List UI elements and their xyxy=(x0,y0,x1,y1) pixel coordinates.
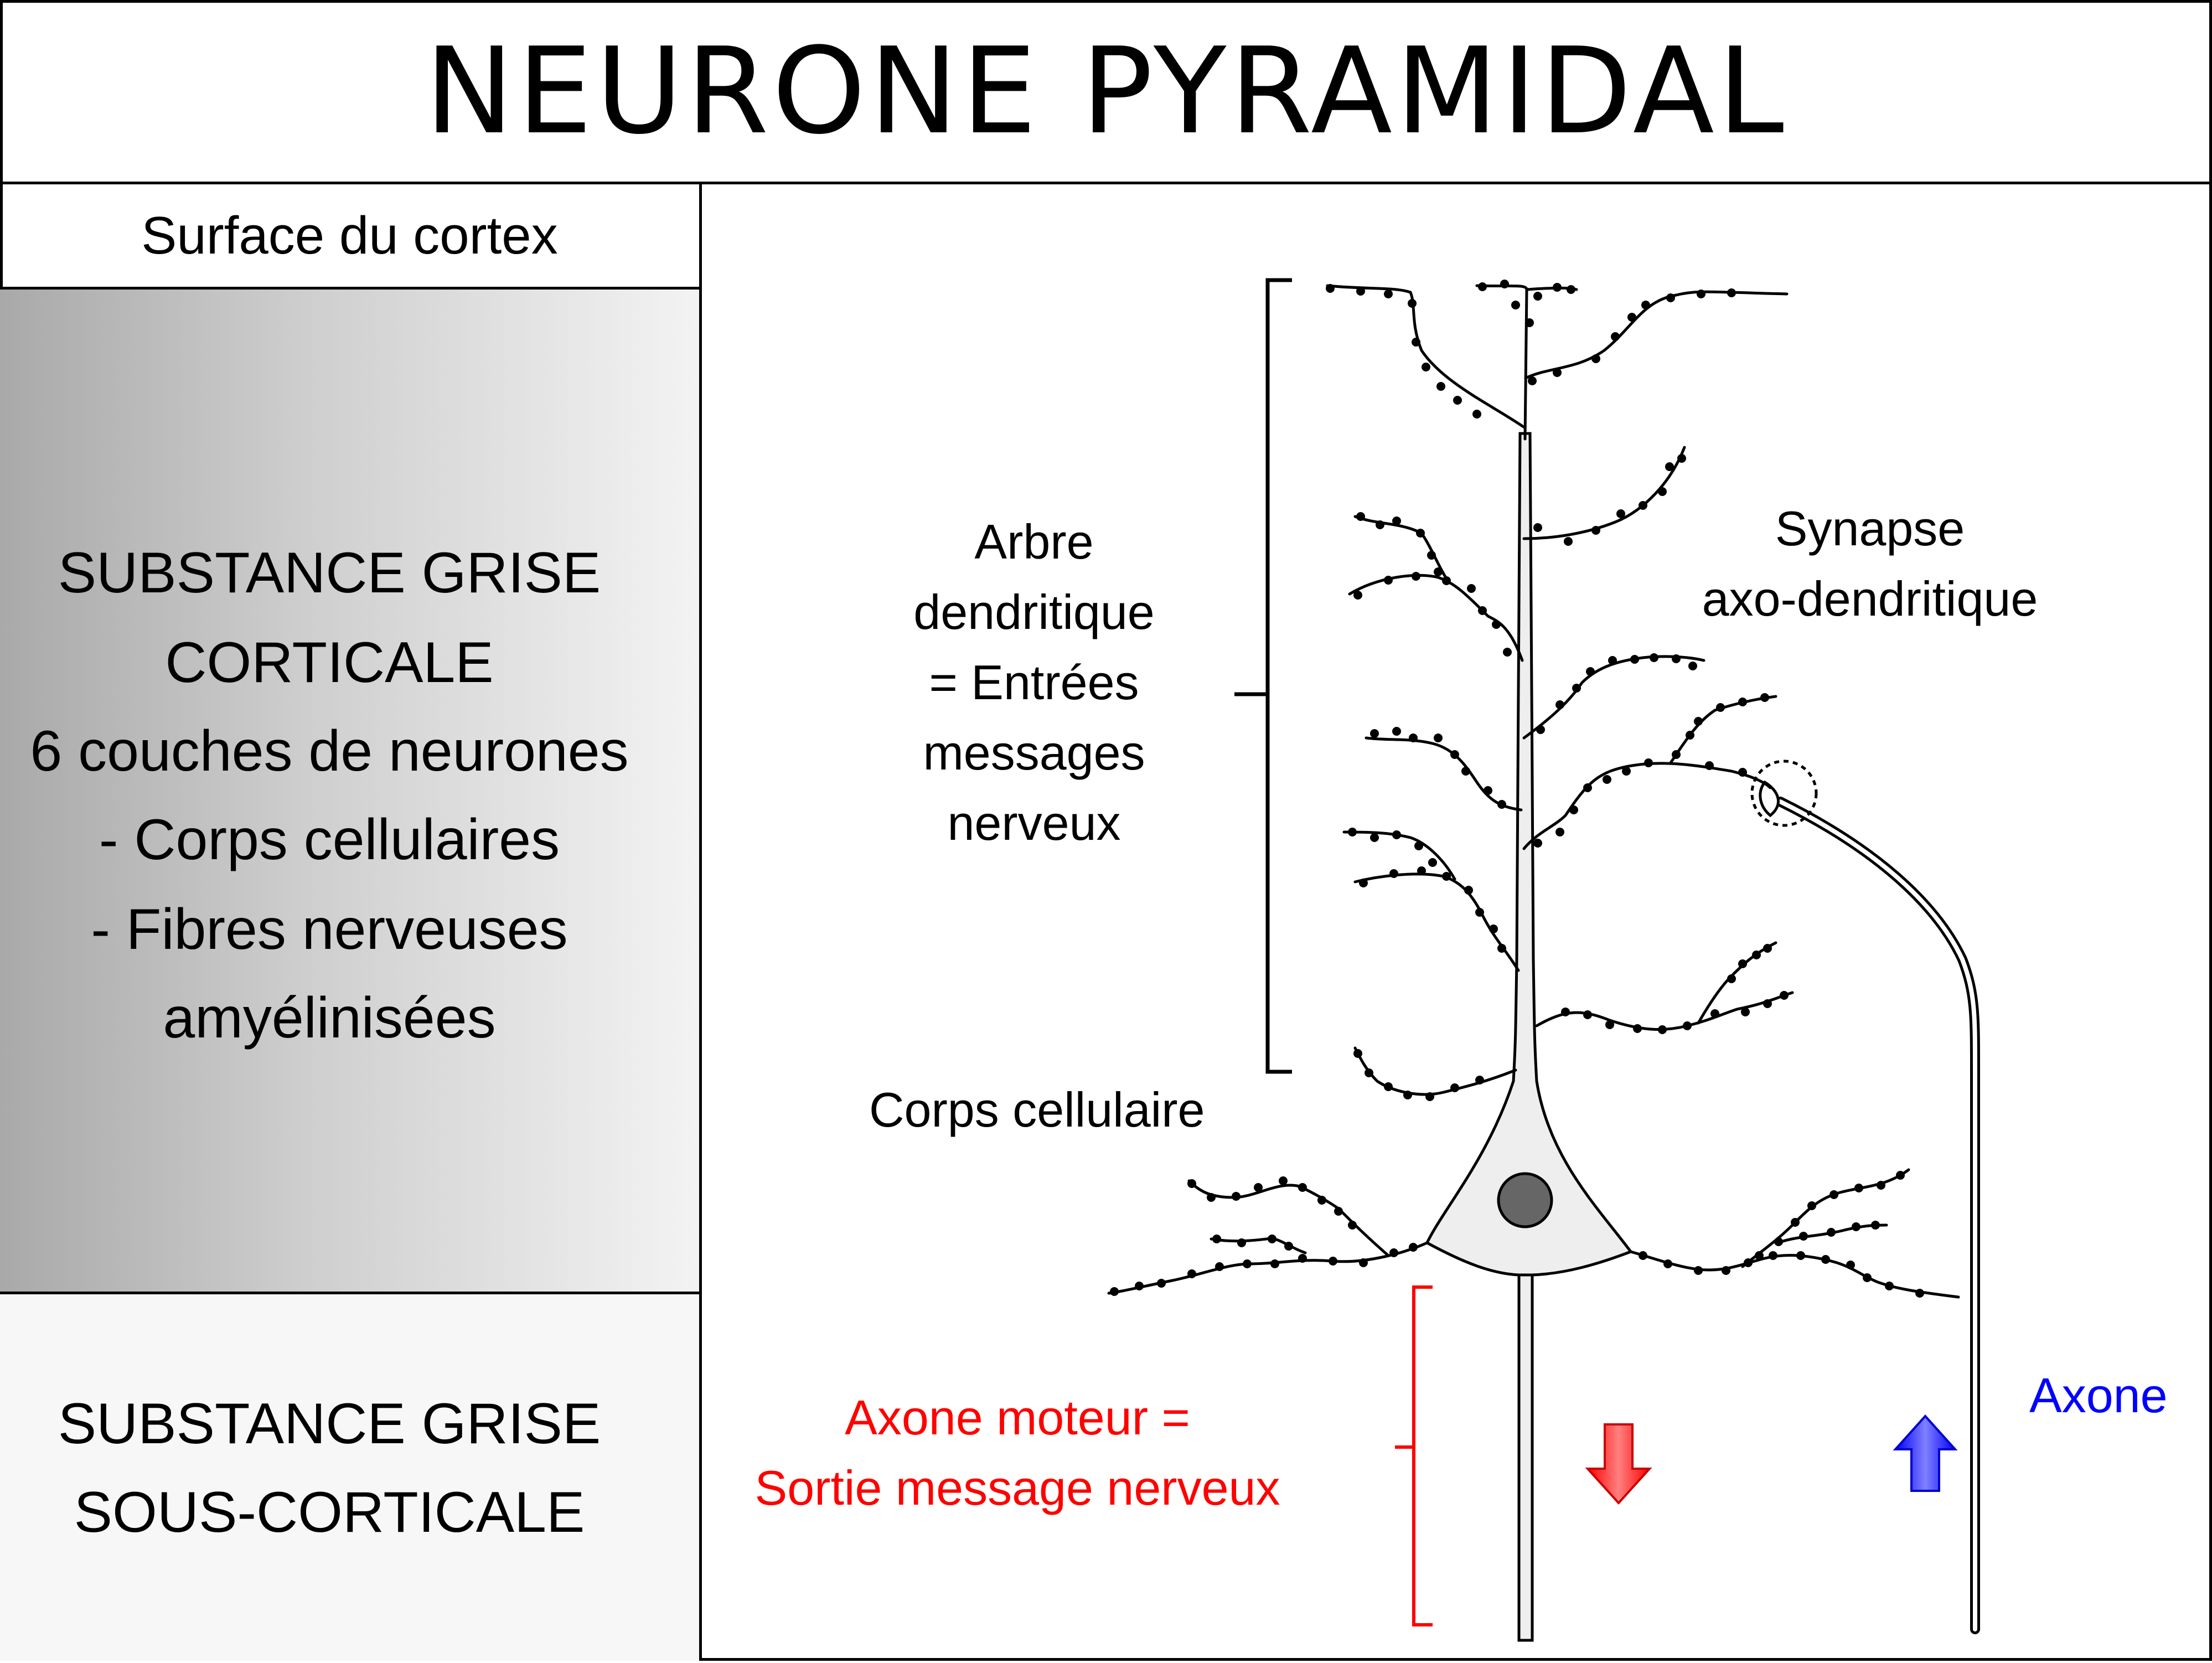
synapse-line: axo-dendritique xyxy=(1702,571,2038,626)
page-title: NEURONE PYRAMIDAL xyxy=(425,21,1787,161)
input-up-arrow xyxy=(1893,1414,1958,1492)
subcortical-line: SUBSTANCE GRISE xyxy=(58,1392,601,1456)
incoming-axon xyxy=(1759,780,1980,1634)
dendritic-tree-line: = Entrées xyxy=(929,655,1139,710)
grey-matter-line: 6 couches de neurones xyxy=(30,719,629,783)
nucleus xyxy=(1497,1172,1553,1228)
grey-matter-line: CORTICALE xyxy=(165,631,494,695)
cortex-surface-label: Surface du cortex xyxy=(0,184,699,290)
neuron-drawing xyxy=(1107,278,1980,1642)
dendritic-tree-line: messages xyxy=(923,725,1145,780)
dendritic-spines xyxy=(1110,280,1924,1298)
dendritic-tree-label: Arbre dendritique = Entrées messages ner… xyxy=(907,518,1161,869)
motor-axon-line: Axone moteur = xyxy=(845,1390,1190,1445)
subcortical-line: SOUS-CORTICALE xyxy=(74,1480,585,1545)
grey-matter-line: amyélinisées xyxy=(163,986,496,1050)
neuron-diagram: Arbre dendritique = Entrées messages ner… xyxy=(702,184,2212,1661)
grey-matter-line: SUBSTANCE GRISE xyxy=(58,541,601,605)
motor-axon-line: Sortie message nerveux xyxy=(754,1460,1280,1515)
axon-label: Axone xyxy=(2029,1368,2168,1423)
dendritic-tree-line: nerveux xyxy=(947,796,1121,850)
cortex-layers-panel: Surface du cortex SUBSTANCE GRISE CORTIC… xyxy=(0,184,702,1661)
cell-body xyxy=(1425,432,1633,1277)
motor-axon-bracket xyxy=(1395,1285,1433,1626)
motor-axon-label: Axone moteur = Sortie message nerveux xyxy=(730,1393,1305,1534)
title-box: NEURONE PYRAMIDAL xyxy=(0,0,2212,184)
cell-body-label: Corps cellulaire xyxy=(869,1082,1205,1137)
grey-matter-line: - Corps cellulaires xyxy=(99,808,560,872)
synapse-label: Synapse axo-dendritique xyxy=(1671,504,2069,645)
dendritic-tree-line: dendritique xyxy=(913,585,1155,639)
cortical-grey-matter-band: SUBSTANCE GRISE CORTICALE 6 couches de n… xyxy=(0,290,699,1294)
dendritic-tree-bracket xyxy=(1234,278,1292,1074)
synapse-line: Synapse xyxy=(1775,501,1965,556)
grey-matter-line: - Fibres nerveuses xyxy=(91,897,568,962)
synapse-circle xyxy=(1750,760,1818,827)
dendritic-tree-line: Arbre xyxy=(974,514,1094,569)
subcortical-grey-matter-band: SUBSTANCE GRISE SOUS-CORTICALE xyxy=(0,1294,699,1661)
motor-axon xyxy=(1517,1271,1534,1642)
output-down-arrow xyxy=(1585,1423,1652,1505)
